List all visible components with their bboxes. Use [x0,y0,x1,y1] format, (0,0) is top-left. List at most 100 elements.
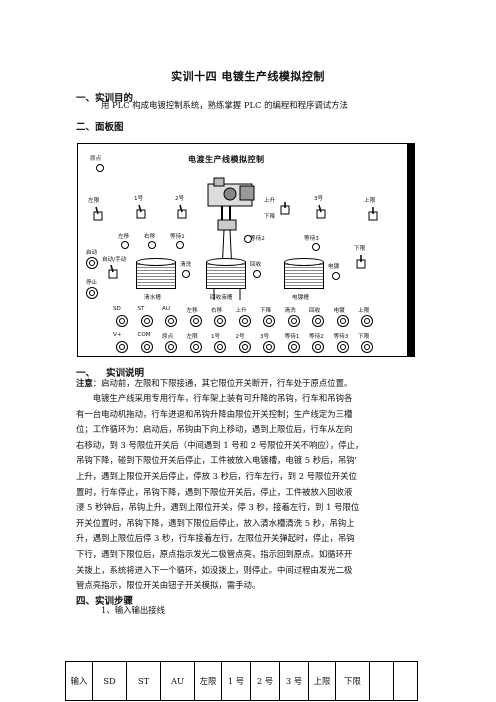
terminal-label: 清洗 [284,308,296,314]
terminal-label: 左限 [186,334,198,340]
paragraph-line: 升，遇到上限位后停 3 秒，行车接着左行，左限位开关弹起时，停止，吊钩 [76,533,355,544]
paragraph-line: 置时，行车停止，吊钩下降，遇到下限位开关后，停止，工件被放入回收液 [76,486,353,497]
terminal-label: 下限 [358,334,370,340]
terminal-jack[interactable] [336,315,349,327]
paragraph-line: 开关位置时，吊钩下降，遇到下限位后停止，放入清水槽清洗 5 秒，吊钩上 [76,517,355,528]
terminal-label: 1号 [211,334,221,340]
label-no1: 1号 [134,196,144,202]
panel-right-border [407,144,415,356]
paragraph-line: 电镀生产线采用专用行车，行车架上装有可升降的吊钩，行车和吊钩各 [92,393,353,403]
terminal-jack[interactable] [140,315,153,327]
terminal-jack[interactable] [116,341,128,353]
upper-limit-toggle-icon[interactable] [368,206,378,221]
terminal-jack[interactable] [238,315,251,327]
label-upper-limit: 上限 [364,198,376,204]
label-tank1: 清水槽 [144,295,161,301]
section-1-text: 用 PLC 构成电镀控制系统，熟练掌握 PLC 的编程和程序调试方法 [101,100,348,110]
terminal-jack[interactable] [287,341,300,353]
label-move-left: 左移 [118,234,130,240]
tank-plating [284,258,324,289]
left-limit-toggle-icon[interactable] [93,206,103,221]
terminal-jack[interactable] [214,341,226,353]
start-button[interactable] [86,257,98,269]
label-no3: 3号 [314,196,324,202]
stop-button[interactable] [86,287,98,299]
terminal-jack[interactable] [189,315,202,327]
label-no2: 2号 [175,196,185,202]
table-cell: ST [126,661,161,701]
terminal-label: 下降 [260,308,272,314]
terminal-jack[interactable] [312,315,324,327]
hoist-toggle-icon[interactable] [280,202,290,217]
plating-lamp [332,272,340,280]
control-panel-diagram: 电渡生产线模拟控制 原点 左限 1号 2号 上升 下降 3号 上限 左移 右移 … [77,143,415,357]
label-recover: 回收 [250,262,262,268]
table-cell [369,661,394,701]
terminal-label: 等待3 [333,334,349,340]
label-auto-manual: 自动/手动 [102,257,127,263]
table-cell: 2 号 [250,661,280,701]
paragraph-line: 上升，遇到上限位开关后停止，停放 3 秒后，行车左行，到 2 号限位开关位 [76,470,357,481]
terminal-label: AU [162,306,170,312]
panel-title: 电渡生产线模拟控制 [188,155,265,164]
paragraph-line: 管点亮指示，限位开关由钮子开关模拟，需手动。 [76,580,261,591]
table-cell: 下限 [335,661,370,701]
terminal-jack[interactable] [361,315,373,327]
table-header-text: 输入 [70,675,88,686]
terminal-jack[interactable] [312,341,324,353]
section-2-heading: 二、面板图 [76,122,124,133]
doc-title: 实训十四 电镀生产线模拟控制 [171,70,325,83]
move-left-lamp [121,241,129,249]
paragraph-line: 关拨上，系统将进入下一个循环，如没拨上，则停止。中间过程由发光二极 [76,564,353,575]
terminal-jack[interactable] [263,341,275,353]
terminal-jack[interactable] [361,341,373,353]
terminal-label: 原点 [162,334,174,340]
wait2-lamp [244,235,252,243]
no2-toggle-icon[interactable] [177,204,187,219]
move-right-lamp [148,241,156,249]
recover-lamp [253,270,261,278]
terminal-jack[interactable] [238,341,251,353]
paragraph-line: 吊钩下降，碰到下限位开关后停止，工件被放入电镀槽，电镀 5 秒后，吊钩' [76,455,357,466]
section-3-number: 一、 [76,368,96,379]
table-header-cell: 输入 [65,661,93,701]
terminal-jack[interactable] [287,315,300,327]
terminal-label: SD [113,306,121,312]
label-wash: 清洗 [180,262,192,268]
paragraph-line: 右移动，到 3 号限位开关后（中间遇到 1 号和 2 号限位开关不响应），停止， [76,439,364,450]
wash-lamp [182,270,190,278]
label-stop: 停止 [86,280,98,286]
label-tank2: 回收液槽 [210,295,233,301]
label-down: 下降 [264,214,276,220]
label-origin: 原点 [90,156,102,162]
origin-lamp [96,164,104,172]
table-cell: 左限 [194,661,222,701]
label-start: 启动 [86,250,98,256]
terminal-jack[interactable] [263,315,275,327]
paragraph-line: 位；工作循环为：启动后，吊钩由下向上移动，遇到上限位后，行车从左向 [76,424,353,435]
paragraph-line: 有一台电动机拖动，行车进退和吊钩升降由限位开关控制；生产线定为三槽 [76,408,353,419]
terminal-label: 2号 [235,334,245,340]
terminal-jack[interactable] [165,315,177,327]
terminal-jack[interactable] [116,315,128,327]
terminal-jack[interactable] [140,341,153,353]
auto-manual-toggle-icon[interactable] [108,264,118,279]
label-move-right: 右移 [144,234,156,240]
terminal-label: 上升 [235,308,247,314]
terminal-jack[interactable] [165,341,177,353]
terminal-jack[interactable] [189,341,202,353]
notice-text: ：启动前，左限和下限接通，其它限位开关断开，行车处于原点位置。 [92,378,353,388]
terminal-label: 3号 [260,334,270,340]
no3-toggle-icon[interactable] [316,204,326,219]
label-left-limit: 左限 [88,198,100,204]
table-cell: 上限 [308,661,336,701]
no1-toggle-icon[interactable] [136,204,146,219]
table-cell: AU [160,661,195,701]
terminal-jack[interactable] [336,341,349,353]
section-4-heading: 四、实训步骤 [76,596,134,607]
terminal-jack[interactable] [214,315,226,327]
notice-label: 注意 [76,378,93,388]
label-lower-limit: 下限 [354,246,366,252]
lower-limit-toggle-icon[interactable] [356,254,366,269]
notice-line: 注意：启动前，左限和下限接通，其它限位开关断开，行车处于原点位置。 [76,376,352,392]
